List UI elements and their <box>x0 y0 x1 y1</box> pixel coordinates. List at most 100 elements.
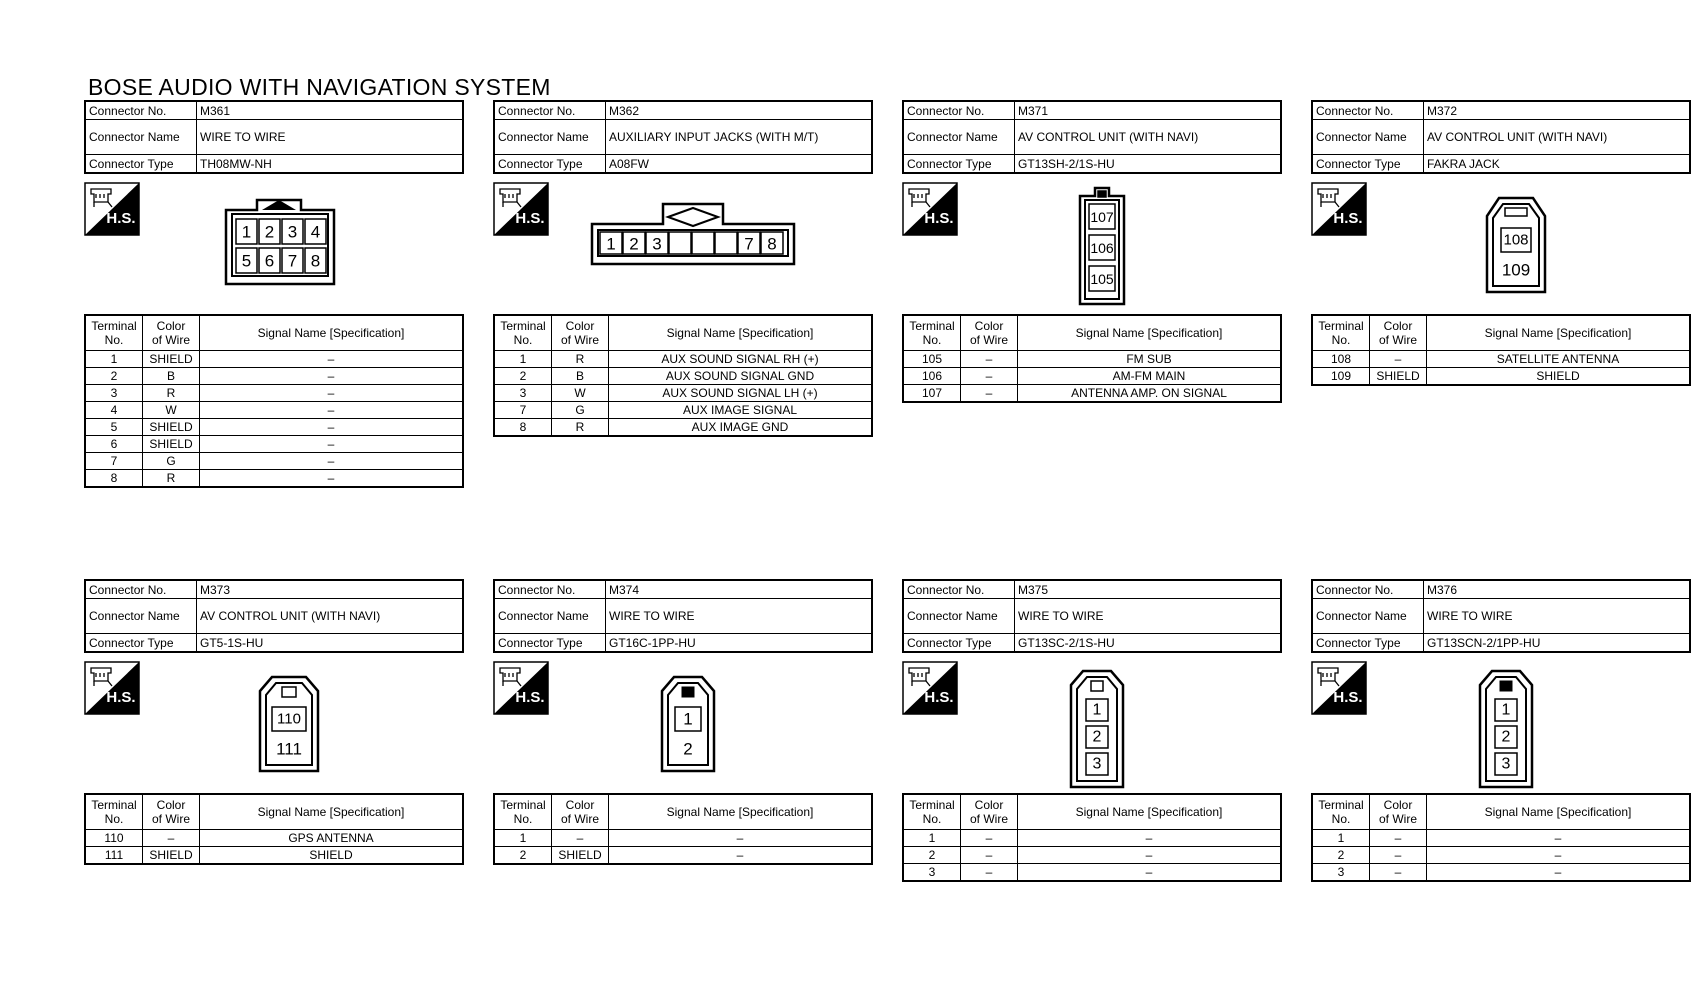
connector-type-value: GT13SH-2/1S-HU <box>1014 154 1282 174</box>
connector-type-value: GT5-1S-HU <box>196 633 464 653</box>
pin-label: 109 <box>1502 261 1530 280</box>
signal-name-cell: – <box>199 435 464 453</box>
signal-name-cell: – <box>1017 863 1282 882</box>
terminal-no-cell: 110 <box>84 829 143 847</box>
signal-name-cell: AUX IMAGE SIGNAL <box>608 401 873 419</box>
terminal-header-line1: Terminal <box>909 319 955 333</box>
pin-label: 1 <box>606 235 615 254</box>
terminal-no-cell: 1 <box>1311 829 1370 847</box>
wire-color-cell: G <box>551 401 609 419</box>
signal-name-cell: – <box>1426 863 1691 882</box>
terminal-header-line1: Terminal <box>1318 319 1364 333</box>
connector-no-label: Connector No. <box>1311 579 1424 599</box>
hs-label: H.S. <box>106 689 135 706</box>
color-header-line2: of Wire <box>969 812 1008 826</box>
terminal-header-line2: No. <box>513 333 533 347</box>
signal-name-cell: AM-FM MAIN <box>1017 367 1282 385</box>
connector-type-value: GT13SCN-2/1PP-HU <box>1423 633 1691 653</box>
terminal-row: 107–ANTENNA AMP. ON SIGNAL <box>902 384 1282 403</box>
signal-name-cell: – <box>199 350 464 368</box>
wire-color-cell: – <box>960 367 1018 385</box>
color-header-line2: of Wire <box>1378 812 1417 826</box>
wire-color-cell: R <box>551 418 609 437</box>
connector-name-label: Connector Name <box>84 119 197 155</box>
pin-label: 8 <box>767 235 776 254</box>
wire-color-cell: – <box>551 829 609 847</box>
connector-no-label: Connector No. <box>84 579 197 599</box>
connector-no-value: M373 <box>196 579 464 599</box>
pin-label: 3 <box>288 223 297 242</box>
connector-type-label: Connector Type <box>1311 154 1424 174</box>
wire-color-cell: G <box>142 452 200 470</box>
color-header-line1: Color <box>156 319 186 333</box>
terminal-header-line1: Terminal <box>91 798 137 812</box>
terminal-no-cell: 1 <box>84 350 143 368</box>
pin-label: 3 <box>1093 756 1102 773</box>
terminal-row: 1–– <box>1311 829 1691 847</box>
color-header-line1: Color <box>565 798 595 812</box>
wire-color-cell: SHIELD <box>142 846 200 865</box>
terminal-no-cell: 2 <box>493 846 552 865</box>
terminal-no-cell: 3 <box>493 384 552 402</box>
color-header-line2: of Wire <box>151 812 190 826</box>
signal-name-header: Signal Name [Specification] <box>199 314 464 351</box>
pin-label: 108 <box>1503 232 1528 249</box>
terminal-row: 3–– <box>1311 863 1691 882</box>
terminal-header-line1: Terminal <box>909 798 955 812</box>
connector-face-diagram: 123 <box>1478 669 1534 789</box>
terminal-row: 106–AM-FM MAIN <box>902 367 1282 385</box>
wire-color-cell: B <box>142 367 200 385</box>
terminal-no-cell: 3 <box>1311 863 1370 882</box>
pin-label: 106 <box>1090 240 1114 256</box>
wire-color-cell: – <box>142 829 200 847</box>
wire-color-cell: R <box>551 350 609 368</box>
terminal-no-cell: 107 <box>902 384 961 403</box>
connector-type-value: GT13SC-2/1S-HU <box>1014 633 1282 653</box>
pin-label: 105 <box>1090 271 1114 287</box>
terminal-header-line1: Terminal <box>1318 798 1364 812</box>
pin-label: 110 <box>277 711 301 728</box>
terminal-no-cell: 109 <box>1311 367 1370 386</box>
terminal-header-line1: Terminal <box>500 319 546 333</box>
pin-label: 1 <box>242 223 251 242</box>
wire-color-cell: – <box>960 829 1018 847</box>
terminal-no-cell: 7 <box>84 452 143 470</box>
connector-name-value: WIRE TO WIRE <box>1014 598 1282 634</box>
connector-name-label: Connector Name <box>84 598 197 634</box>
signal-name-cell: – <box>608 829 873 847</box>
terminal-row: 110–GPS ANTENNA <box>84 829 464 847</box>
connector-plug-icon <box>499 667 522 687</box>
terminal-no-cell: 7 <box>493 401 552 419</box>
color-header-line2: of Wire <box>969 333 1008 347</box>
wire-color-cell: SHIELD <box>142 350 200 368</box>
connector-type-label: Connector Type <box>493 154 606 174</box>
pin-label: 7 <box>744 235 753 254</box>
color-header-line1: Color <box>1383 319 1413 333</box>
